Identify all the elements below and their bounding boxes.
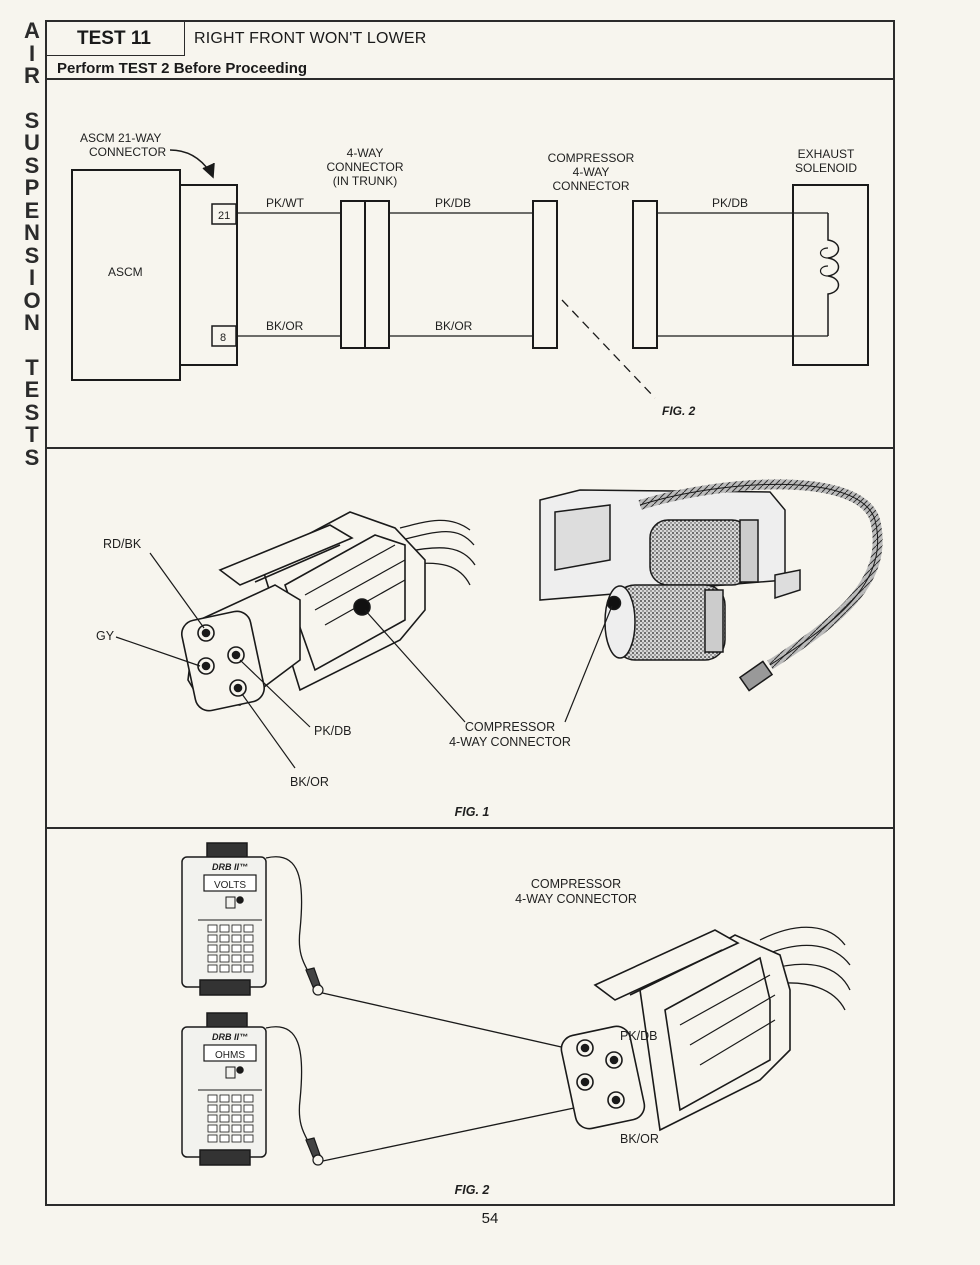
page-number: 54 bbox=[481, 1210, 499, 1227]
drb-meter-bottom bbox=[181, 1012, 267, 1166]
drb-meter-bottom-keypad bbox=[207, 1094, 254, 1143]
side-letter: P bbox=[24, 175, 40, 200]
test-probes bbox=[305, 967, 324, 1166]
side-letter: I bbox=[28, 265, 36, 290]
fig1-label-rdbk: RD/BK bbox=[103, 537, 142, 551]
trunk-connector-label-1: 4-WAY bbox=[347, 146, 384, 160]
side-letter: S bbox=[24, 152, 40, 178]
trunk-connector-right bbox=[364, 200, 390, 349]
compressor-connector-label-1: COMPRESSOR bbox=[548, 151, 635, 165]
ascm-connector-label-2: CONNECTOR bbox=[89, 145, 166, 159]
section-divider-1 bbox=[45, 447, 895, 449]
fig1-label-gy: GY bbox=[96, 629, 115, 643]
trunk-connector-label-2: CONNECTOR bbox=[326, 160, 403, 174]
side-letter: N bbox=[24, 310, 40, 335]
fig2-reference-label: FIG. 2 bbox=[662, 404, 696, 418]
ascm-label: ASCM bbox=[108, 265, 143, 279]
side-letter: N bbox=[24, 220, 40, 245]
pin-21-box bbox=[211, 203, 237, 225]
pin-8-label: 8 bbox=[220, 332, 226, 344]
fig2-label-pkdb: PK/DB bbox=[620, 1029, 658, 1043]
fig2-connector-label-1: COMPRESSOR bbox=[531, 877, 621, 891]
side-letter: A bbox=[24, 18, 40, 43]
test-number: TEST 11 bbox=[47, 22, 185, 56]
fig1-connector-drawing bbox=[181, 511, 476, 712]
wiring-schematic bbox=[71, 149, 869, 399]
side-letter: U bbox=[24, 130, 40, 155]
wire-label-pkdb-2: PK/DB bbox=[712, 196, 748, 210]
compressor-connector-compressor-side bbox=[632, 200, 658, 349]
exhaust-solenoid-label-2: SOLENOID bbox=[795, 161, 857, 175]
section-divider-2 bbox=[45, 827, 895, 829]
side-letter: T bbox=[25, 422, 39, 447]
side-letter: R bbox=[24, 63, 40, 88]
ascm-21way-connector bbox=[179, 184, 238, 366]
drb-meter-top bbox=[181, 842, 267, 996]
fig1-label-bkor: BK/OR bbox=[290, 775, 329, 789]
meter-top-brand: DRB II™ bbox=[212, 862, 248, 872]
pin-21-label: 21 bbox=[218, 210, 230, 222]
side-letter: E bbox=[24, 197, 40, 223]
exhaust-solenoid-label-1: EXHAUST bbox=[798, 147, 855, 161]
meter-top-display: VOLTS bbox=[214, 880, 246, 891]
fig1-caption: FIG. 1 bbox=[455, 805, 490, 819]
exhaust-solenoid-box bbox=[792, 184, 869, 366]
page-frame bbox=[45, 20, 895, 1206]
test-prerequisite: Perform TEST 2 Before Proceeding bbox=[57, 60, 308, 77]
wire-label-bkor-2: BK/OR bbox=[435, 319, 473, 333]
fig2-label-bkor: BK/OR bbox=[620, 1132, 659, 1146]
side-letter: I bbox=[28, 40, 36, 66]
compressor-connector-harness-side bbox=[532, 200, 558, 349]
compressor-connector-label-2: 4-WAY bbox=[573, 165, 610, 179]
fig1-connector-label-2: 4-WAY CONNECTOR bbox=[449, 735, 571, 749]
side-letter: T bbox=[25, 354, 39, 380]
coil-loops bbox=[819, 247, 829, 277]
header-divider bbox=[45, 78, 895, 80]
side-letter: O bbox=[23, 287, 41, 313]
fig2-connector-label-2: 4-WAY CONNECTOR bbox=[515, 892, 637, 906]
test-title: RIGHT FRONT WON'T LOWER bbox=[194, 30, 427, 47]
meter-bottom-brand: DRB II™ bbox=[212, 1032, 248, 1042]
side-letter: S bbox=[24, 107, 40, 133]
fig2-reference-line bbox=[561, 299, 656, 399]
fig1-leader-lines bbox=[115, 552, 613, 769]
side-letter: S bbox=[24, 399, 40, 425]
trunk-connector-left bbox=[340, 200, 366, 349]
fig1-label-pkdb: PK/DB bbox=[314, 724, 352, 738]
side-letter: S bbox=[24, 444, 40, 470]
ascm-connector-label-1: ASCM 21-WAY bbox=[80, 131, 161, 145]
solenoid-coil bbox=[827, 213, 840, 336]
drb-meter-top-keypad bbox=[207, 924, 254, 973]
trunk-connector-label-3: (IN TRUNK) bbox=[333, 174, 397, 188]
wire-label-bkor-1: BK/OR bbox=[266, 319, 304, 333]
ascm-arrowhead bbox=[202, 162, 215, 179]
side-letter: E bbox=[24, 377, 40, 402]
fig2-connector-drawing bbox=[560, 926, 851, 1132]
wire-label-pkwt: PK/WT bbox=[266, 196, 305, 210]
wire-label-pkdb-1: PK/DB bbox=[435, 196, 471, 210]
meter-bottom-display: OHMS bbox=[215, 1050, 245, 1061]
fig2-caption: FIG. 2 bbox=[455, 1183, 490, 1197]
compressor-connector-label-3: CONNECTOR bbox=[552, 179, 629, 193]
side-letter: S bbox=[24, 242, 40, 268]
fig1-connector-label-1: COMPRESSOR bbox=[465, 720, 555, 734]
